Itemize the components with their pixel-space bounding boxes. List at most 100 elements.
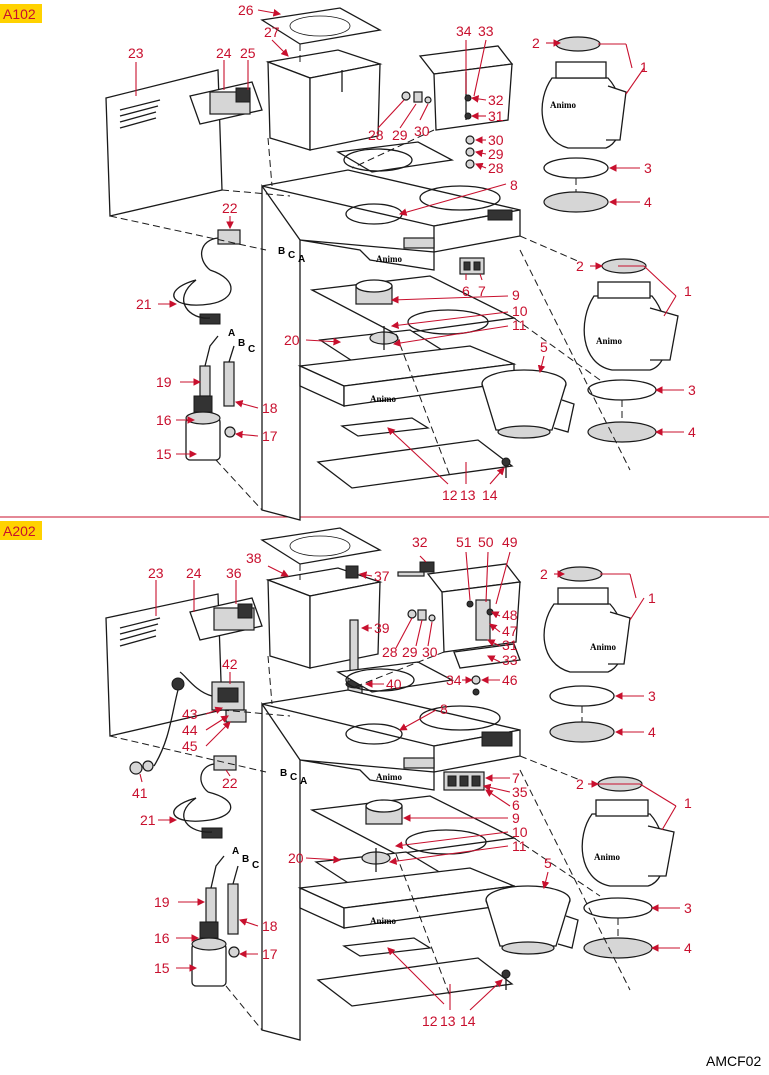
power-cord (173, 269, 232, 325)
filter-basket (485, 885, 579, 955)
part-label-28: 28 (382, 644, 398, 660)
wire-b-upper: B (280, 768, 287, 779)
part-label-10: 10 (512, 303, 528, 319)
part-label-38: 38 (246, 550, 262, 566)
part-label-34: 34 (446, 672, 462, 688)
washers (465, 135, 475, 169)
part-label-50: 50 (478, 534, 494, 550)
wire-b-upper: B (278, 246, 285, 257)
wire-c-lower: C (252, 860, 259, 871)
part-label-10: 10 (512, 824, 528, 840)
part-label-8: 8 (510, 177, 518, 193)
part-label-19: 19 (154, 894, 170, 910)
part-label-6: 6 (512, 797, 520, 813)
rocker-switches (459, 257, 485, 275)
bottom-covers (316, 417, 514, 489)
decanter-brand-bottom: Animo (594, 852, 621, 862)
part-label-15: 15 (156, 446, 172, 462)
part-label-31: 31 (502, 637, 518, 653)
part-label-5: 5 (540, 339, 548, 355)
part-label-4: 4 (648, 724, 656, 740)
part-label-23: 23 (148, 565, 164, 581)
part-label-32: 32 (488, 92, 504, 108)
part-label-18: 18 (262, 400, 278, 416)
construction-line (225, 985, 263, 1031)
construction-line (519, 249, 631, 471)
part-label-1b: 1 (684, 795, 692, 811)
part-label-12: 12 (442, 487, 458, 503)
heater-element-bracket (189, 597, 263, 641)
part-label-23: 23 (128, 45, 144, 61)
foot-screw (501, 457, 511, 478)
part-label-28b: 28 (488, 160, 504, 176)
construction-line (221, 189, 291, 197)
part-label-33: 33 (502, 652, 518, 668)
part-label-2b: 2 (576, 776, 584, 792)
model-tag-a102: A102 (3, 6, 36, 22)
part-label-30: 30 (414, 123, 430, 139)
wire-a-lower: A (232, 846, 239, 857)
part-label-41: 41 (132, 785, 148, 801)
part-label-44: 44 (182, 722, 198, 738)
part-label-9: 9 (512, 810, 520, 826)
part-label-19: 19 (156, 374, 172, 390)
wire-c-upper: C (290, 772, 297, 783)
part-label-47: 47 (502, 623, 518, 639)
rocker-switches (443, 771, 485, 791)
fixing-screws (401, 91, 432, 104)
brand-text-top: Animo (376, 772, 403, 782)
part-label-22: 22 (222, 200, 238, 216)
part-label-51: 51 (456, 534, 472, 550)
part-label-46: 46 (502, 672, 518, 688)
part-label-8: 8 (440, 701, 448, 717)
construction-line (519, 755, 581, 781)
brand-text-base: Animo (370, 394, 397, 404)
part-label-12: 12 (422, 1013, 438, 1029)
construction-line (513, 837, 601, 897)
part-label-42: 42 (222, 656, 238, 672)
decanter-brand-bottom: Animo (596, 336, 623, 346)
part-label-3: 3 (644, 160, 652, 176)
decanter-top: Animo (543, 566, 631, 743)
part-label-25: 25 (240, 45, 256, 61)
lower-warming-deck (309, 795, 517, 855)
part-label-18: 18 (262, 918, 278, 934)
part-label-24: 24 (186, 565, 202, 581)
part-label-5: 5 (544, 855, 552, 871)
part-label-34: 34 (456, 23, 472, 39)
part-label-3b: 3 (684, 900, 692, 916)
water-reservoir (265, 49, 383, 151)
decanter-bottom: Animo (581, 776, 675, 959)
section-a102: Animo Animo (105, 2, 696, 521)
main-housing: Animo (261, 661, 521, 1041)
construction-line (395, 853, 451, 997)
model-tag-a202: A202 (3, 523, 36, 539)
construction-line (267, 655, 273, 705)
wire-a-lower: A (228, 328, 235, 339)
solenoid-valve (171, 671, 247, 723)
part-label-31: 31 (488, 108, 504, 124)
part-label-24: 24 (216, 45, 232, 61)
decanter-brand-top: Animo (550, 100, 577, 110)
power-connector (200, 755, 237, 793)
brand-text-top: Animo (376, 254, 403, 264)
wire-c-upper: C (288, 250, 295, 261)
part-label-2: 2 (532, 35, 540, 51)
part-label-29: 29 (392, 127, 408, 143)
section-a202: Animo Animo (105, 527, 692, 1041)
part-label-1: 1 (640, 59, 648, 75)
part-label-14: 14 (482, 487, 498, 503)
part-label-7: 7 (478, 283, 486, 299)
part-label-15: 15 (154, 960, 170, 976)
part-label-45: 45 (182, 738, 198, 754)
part-label-3: 3 (648, 688, 656, 704)
heating-element (191, 855, 240, 987)
filter-basket (481, 369, 575, 439)
inlet-connector (129, 689, 179, 775)
construction-line (351, 129, 435, 169)
part-label-33: 33 (478, 23, 494, 39)
diagram-code: AMCF02 (706, 1053, 761, 1069)
brand-text-base: Animo (370, 916, 397, 926)
part-label-40: 40 (386, 676, 402, 692)
